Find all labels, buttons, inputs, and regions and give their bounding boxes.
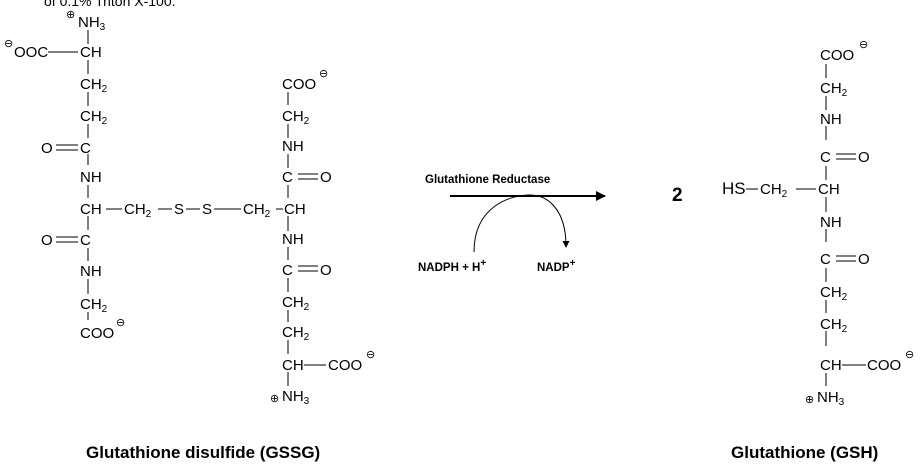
gsh-nh3-bottom: NH3 xyxy=(817,389,845,408)
enzyme-label: Glutathione Reductase xyxy=(425,174,550,186)
gssg-carbonyl-c-left-2: C xyxy=(80,232,91,249)
gssg-structure: ⊕ NH3 ⊖ OOC CH CH2 CH2 O C NH CH O C NH … xyxy=(4,9,375,407)
gssg-bridge-ch2-right: CH2 xyxy=(243,201,271,220)
gssg-coo-left: COO xyxy=(80,325,114,342)
gssg-ch2-gly-left: CH2 xyxy=(80,296,108,315)
gsh-carbonyl-c-2: C xyxy=(820,251,831,268)
gsh-thiol-hs: HS xyxy=(722,179,746,198)
cofactor-curve-arrow xyxy=(473,194,570,253)
header-fragment: of 0.1% Triton X-100. xyxy=(44,0,176,9)
gssg-carbonyl-c-right-2: C xyxy=(282,262,293,279)
gsh-coo-bottom: COO xyxy=(867,357,901,374)
gssg-coo-right-bottom: COO xyxy=(328,357,362,374)
gsh-alpha-ch: CH xyxy=(820,357,842,374)
gssg-nh3-bottom: NH3 xyxy=(282,388,310,407)
cofactor-in-label: NADPH + H+ xyxy=(418,258,486,274)
gssg-nh-left-1: NH xyxy=(80,169,102,186)
gssg-ch2-left-2: CH2 xyxy=(80,108,108,127)
gssg-carbonyl-o-left-2: O xyxy=(41,232,53,249)
gssg-ch-cys-right: CH xyxy=(284,201,306,218)
gssg-ooc-left: OOC xyxy=(14,44,48,61)
gsh-carbonyl-o-1: O xyxy=(858,149,870,166)
reactant-caption: Glutathione disulfide (GSSG) xyxy=(86,443,320,462)
gssg-ooc-minus: ⊖ xyxy=(4,38,13,50)
gssg-nh-right-1: NH xyxy=(282,138,304,155)
gssg-ch2-glu-right-1: CH2 xyxy=(282,294,310,313)
gssg-coo-minus-right-bottom: ⊖ xyxy=(366,349,375,361)
gsh-carbonyl-o-2: O xyxy=(858,251,870,268)
gsh-nh-2: NH xyxy=(820,214,842,231)
gsh-ch2-glu-1: CH2 xyxy=(820,284,848,303)
gssg-ch2-left-1: CH2 xyxy=(80,76,108,95)
gssg-carbonyl-o-right-1: O xyxy=(320,169,332,186)
gsh-coo-minus-top: ⊖ xyxy=(859,39,868,51)
gssg-carbonyl-o-left-1: O xyxy=(41,140,53,157)
gssg-nh3-top: NH3 xyxy=(78,14,106,33)
gsh-ch-cys: CH xyxy=(818,181,840,198)
gssg-coo-right-top: COO xyxy=(282,76,316,93)
gsh-carbonyl-c-1: C xyxy=(820,149,831,166)
gsh-ch2-gly: CH2 xyxy=(820,80,848,99)
gssg-coo-minus-left: ⊖ xyxy=(116,317,125,329)
gssg-coo-minus-right-top: ⊖ xyxy=(319,68,328,80)
gssg-alpha-ch-left: CH xyxy=(80,44,102,61)
gssg-carbonyl-c-left-1: C xyxy=(80,140,91,157)
gsh-nh-1: NH xyxy=(820,111,842,128)
gsh-structure: COO ⊖ CH2 NH C O HS CH2 CH NH C O CH2 CH… xyxy=(722,39,914,408)
gssg-bridge-ch2-left: CH2 xyxy=(124,201,152,220)
gssg-sulfur-1: S xyxy=(174,201,184,218)
gsh-nh3-plus: ⊕ xyxy=(805,394,814,406)
gsh-ch2-glu-2: CH2 xyxy=(820,316,848,335)
gssg-ch-cys-left: CH xyxy=(80,201,102,218)
gssg-nh3-plus-top: ⊕ xyxy=(66,9,75,21)
gsh-ch2-cys: CH2 xyxy=(760,181,788,200)
gsh-coo-top: COO xyxy=(820,47,854,64)
gssg-ch2-gly-right: CH2 xyxy=(282,108,310,127)
cofactor-out-label: NADP+ xyxy=(537,258,576,274)
reaction-arrow-group: Glutathione Reductase NADPH + H+ NADP+ xyxy=(418,174,606,274)
gssg-carbonyl-c-right-1: C xyxy=(282,169,293,186)
gssg-alpha-ch-right: CH xyxy=(282,357,304,374)
gsh-coo-minus-bottom: ⊖ xyxy=(905,349,914,361)
gssg-bonds xyxy=(48,30,326,386)
gssg-ch2-glu-right-2: CH2 xyxy=(282,324,310,343)
gssg-nh3-plus-bottom: ⊕ xyxy=(270,393,279,405)
gssg-nh-left-2: NH xyxy=(80,263,102,280)
gsh-bonds xyxy=(746,64,866,386)
gssg-nh-right-2: NH xyxy=(282,231,304,248)
gssg-carbonyl-o-right-2: O xyxy=(320,262,332,279)
stoichiometric-coefficient: 2 xyxy=(672,185,683,206)
product-caption: Glutathione (GSH) xyxy=(731,443,878,462)
gssg-sulfur-2: S xyxy=(202,201,212,218)
